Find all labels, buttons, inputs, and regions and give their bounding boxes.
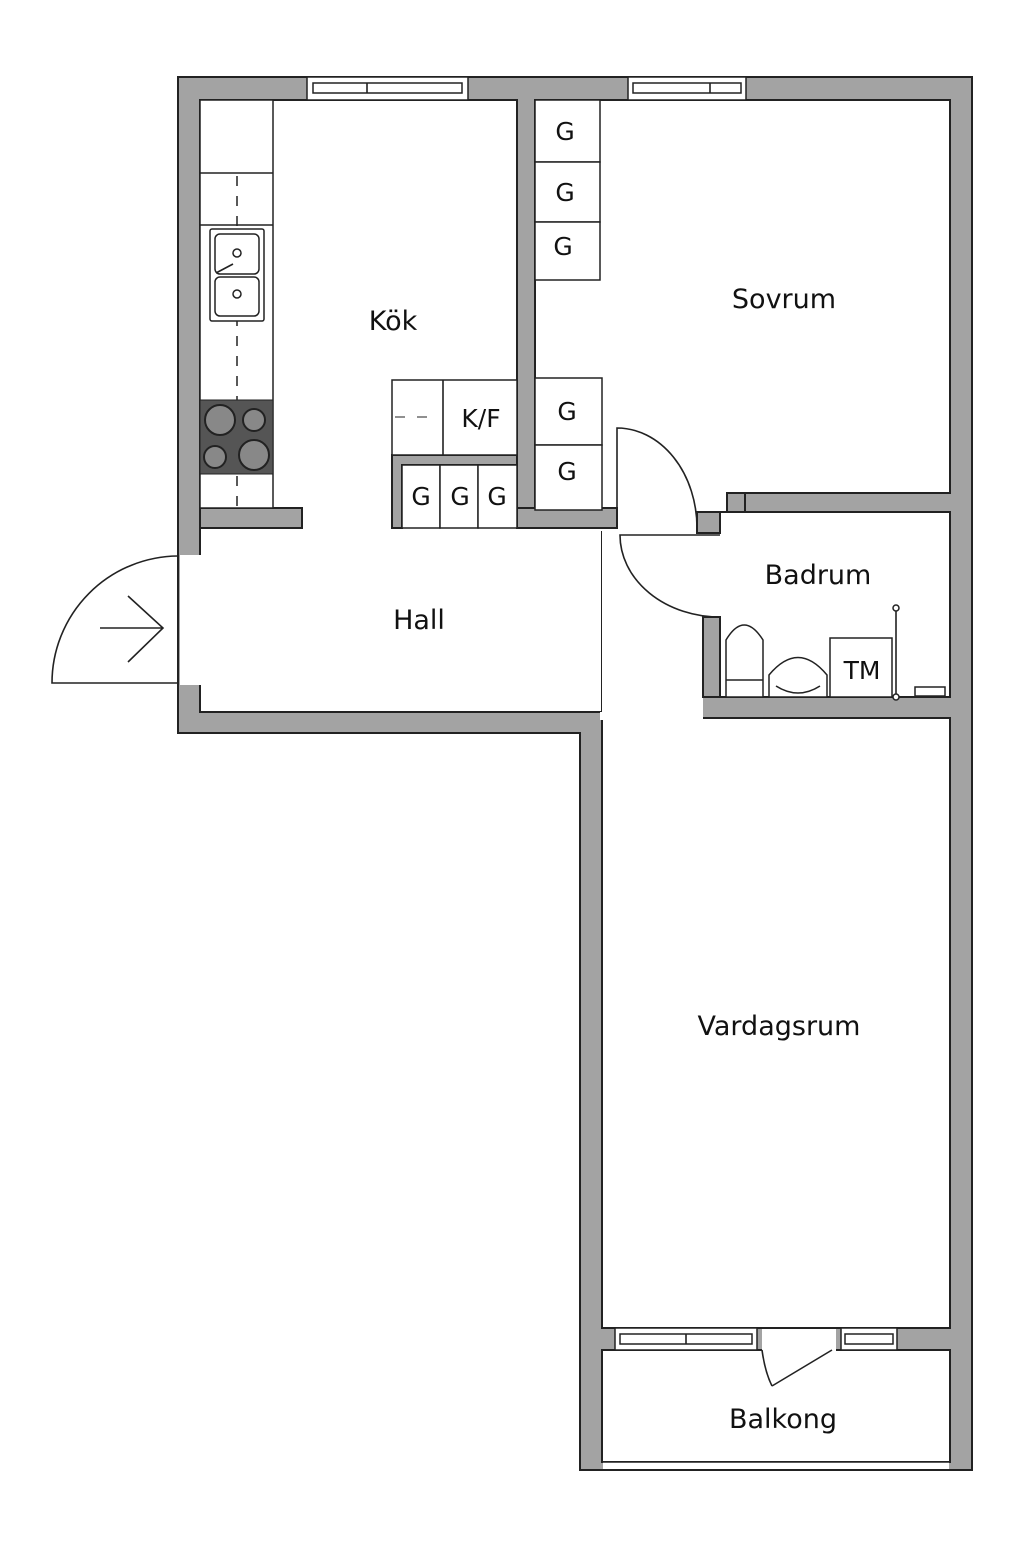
- fridge-freezer: K/F: [391, 379, 518, 456]
- wardrobe-label: G: [450, 482, 469, 511]
- bedroom-wall-lower: [516, 507, 618, 529]
- wardrobes-hall: G G G: [401, 464, 518, 529]
- entrance-arrow-icon: [100, 595, 165, 663]
- washing-machine: TM: [829, 637, 893, 698]
- wardrobe-label: G: [487, 482, 506, 511]
- window-balcony-right: [840, 1327, 898, 1351]
- wardrobe-label: G: [411, 482, 430, 511]
- living-room-area: [601, 717, 951, 1329]
- bath-wall-left: [702, 616, 721, 698]
- room-label-bedroom: Sovrum: [732, 284, 836, 315]
- room-label-balcony: Balkong: [729, 1404, 837, 1435]
- bathroom-door[interactable]: [619, 534, 721, 618]
- wardrobe-label: G: [555, 117, 574, 146]
- hob-icon: [199, 399, 274, 475]
- window-bedroom: [627, 76, 747, 101]
- sink-icon: [209, 228, 265, 322]
- entrance-door[interactable]: [51, 555, 179, 684]
- toilet-icon: [725, 624, 764, 698]
- wardrobe-label: G: [557, 397, 576, 426]
- wardrobes-bedroom: G G G G G: [534, 99, 603, 511]
- kitchen-counter: [199, 99, 274, 509]
- window-kitchen: [306, 76, 469, 101]
- room-label-bathroom: Badrum: [765, 560, 872, 591]
- wardrobe-label: G: [553, 232, 572, 261]
- wardrobe-label: G: [555, 178, 574, 207]
- shower-icon: [892, 604, 946, 701]
- room-label-living-room: Vardagsrum: [698, 1011, 861, 1042]
- bedroom-door[interactable]: [616, 427, 698, 529]
- kitchen-wall-stub: [199, 507, 303, 529]
- room-label-kitchen: Kök: [369, 306, 418, 337]
- wardrobe-label: G: [557, 457, 576, 486]
- bath-wall-stub: [696, 492, 746, 534]
- washbasin-icon: [768, 656, 828, 698]
- balcony-door: [761, 1349, 833, 1387]
- svg-text:K/F: K/F: [461, 404, 500, 433]
- window-balcony-left: [614, 1327, 758, 1351]
- room-label-hall: Hall: [393, 605, 445, 636]
- svg-text:TM: TM: [843, 656, 881, 685]
